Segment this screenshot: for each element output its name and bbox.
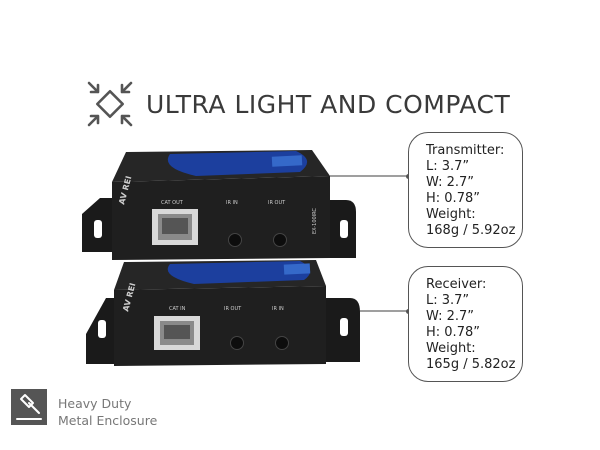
- feature-badge: [11, 389, 47, 425]
- receiver-weight-value: 165g / 5.82oz: [426, 357, 516, 372]
- receiver-unit: [86, 260, 360, 366]
- headline-title: ULTRA LIGHT AND COMPACT: [146, 89, 511, 119]
- feature-text: Heavy Duty Metal Enclosure: [58, 395, 157, 429]
- transmitter-port-label-ir-in: IR IN: [226, 200, 238, 206]
- feature-line-1: Heavy Duty: [58, 396, 132, 411]
- transmitter-title: Transmitter:: [426, 143, 505, 158]
- feature-line-2: Metal Enclosure: [58, 413, 158, 428]
- transmitter-port-label-cat-out: CAT OUT: [161, 200, 184, 206]
- receiver-spec-card: Receiver: L: 3.7” W: 2.7” H: 0.78” Weigh…: [408, 266, 523, 382]
- transmitter-height: H: 0.78”: [426, 191, 480, 206]
- transmitter-spec-card: Transmitter: L: 3.7” W: 2.7” H: 0.78” We…: [408, 132, 523, 248]
- transmitter-weight-value: 168g / 5.92oz: [426, 223, 516, 238]
- receiver-weight-label: Weight:: [426, 341, 476, 356]
- receiver-width: W: 2.7”: [426, 309, 475, 324]
- transmitter-length: L: 3.7”: [426, 159, 470, 174]
- transmitter-weight-label: Weight:: [426, 207, 476, 222]
- receiver-port-label-cat-in: CAT IN: [169, 306, 186, 312]
- receiver-port-label-ir-out: IR OUT: [224, 306, 242, 312]
- transmitter-unit: [82, 150, 356, 260]
- transmitter-model-label: EX-100IRC: [312, 208, 318, 234]
- receiver-height: H: 0.78”: [426, 325, 480, 340]
- receiver-port-label-ir-in: IR IN: [272, 306, 284, 312]
- hammer-icon: [16, 394, 42, 420]
- compress-arrows-icon: [87, 81, 133, 127]
- transmitter-width: W: 2.7”: [426, 175, 475, 190]
- transmitter-port-label-ir-out: IR OUT: [268, 200, 286, 206]
- receiver-title: Receiver:: [426, 277, 487, 292]
- receiver-length: L: 3.7”: [426, 293, 470, 308]
- headline: ULTRA LIGHT AND COMPACT: [86, 76, 510, 132]
